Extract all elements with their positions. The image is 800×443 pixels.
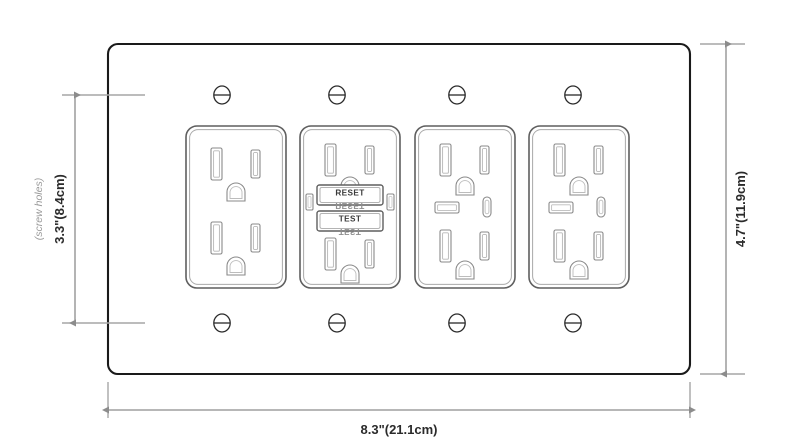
screw-icon — [328, 85, 346, 105]
ground-hole — [226, 256, 246, 276]
gfci-side-slot — [305, 193, 314, 211]
ground-hole — [569, 260, 589, 280]
usb-c-port — [596, 196, 606, 218]
neutral-slot — [324, 237, 337, 271]
ground-hole — [455, 260, 475, 280]
ground-hole — [569, 176, 589, 196]
gfci-reset-button[interactable]: RESET RESET — [316, 184, 384, 210]
neutral-slot — [210, 147, 223, 181]
hot-slot — [593, 145, 604, 175]
dimension-screw-hole-height: 3.3"(8.4cm) (screw holes) — [33, 91, 145, 327]
outlet-3-usb — [414, 125, 516, 289]
gfci-test-button[interactable]: TEST TEST — [316, 210, 384, 236]
outlet-1-standard — [185, 125, 287, 289]
hot-slot — [364, 239, 375, 269]
usb-a-port — [548, 201, 574, 214]
usb-a-port — [434, 201, 460, 214]
neutral-slot — [439, 143, 452, 177]
dimension-overall-width: 8.3"(21.1cm) — [102, 382, 696, 437]
gfci-reset-label: RESET — [335, 188, 364, 197]
dimension-label-screw-height: 3.3"(8.4cm) — [52, 174, 67, 244]
screw-icon — [213, 85, 231, 105]
dimension-label-overall-height: 4.7"(11.9cm) — [733, 171, 748, 247]
neutral-slot — [439, 229, 452, 263]
dimension-label-overall-width: 8.3"(21.1cm) — [361, 422, 438, 437]
ground-hole — [340, 264, 360, 284]
hot-slot — [250, 149, 261, 179]
neutral-slot — [210, 221, 223, 255]
dimension-note-screw-holes: (screw holes) — [33, 178, 45, 240]
outlet-4-usb — [528, 125, 630, 289]
screw-icon — [448, 85, 466, 105]
neutral-slot — [324, 143, 337, 177]
ground-hole — [455, 176, 475, 196]
screw-icon — [328, 313, 346, 333]
gfci-test-label: TEST — [339, 214, 362, 223]
dimension-overall-height: 4.7"(11.9cm) — [700, 40, 748, 378]
screw-icon — [448, 313, 466, 333]
ground-hole — [226, 182, 246, 202]
neutral-slot — [553, 143, 566, 177]
screw-icon — [564, 85, 582, 105]
gfci-test-label-reflection: TEST — [339, 227, 362, 236]
screw-icon — [564, 313, 582, 333]
usb-c-port — [482, 196, 492, 218]
hot-slot — [479, 145, 490, 175]
gfci-reset-label-reflection: RESET — [335, 201, 364, 210]
outlet-2-gfci: RESET RESET TEST TEST — [299, 125, 401, 289]
gfci-side-slot — [386, 193, 395, 211]
hot-slot — [364, 145, 375, 175]
hot-slot — [479, 231, 490, 261]
neutral-slot — [553, 229, 566, 263]
hot-slot — [593, 231, 604, 261]
hot-slot — [250, 223, 261, 253]
screw-icon — [213, 313, 231, 333]
